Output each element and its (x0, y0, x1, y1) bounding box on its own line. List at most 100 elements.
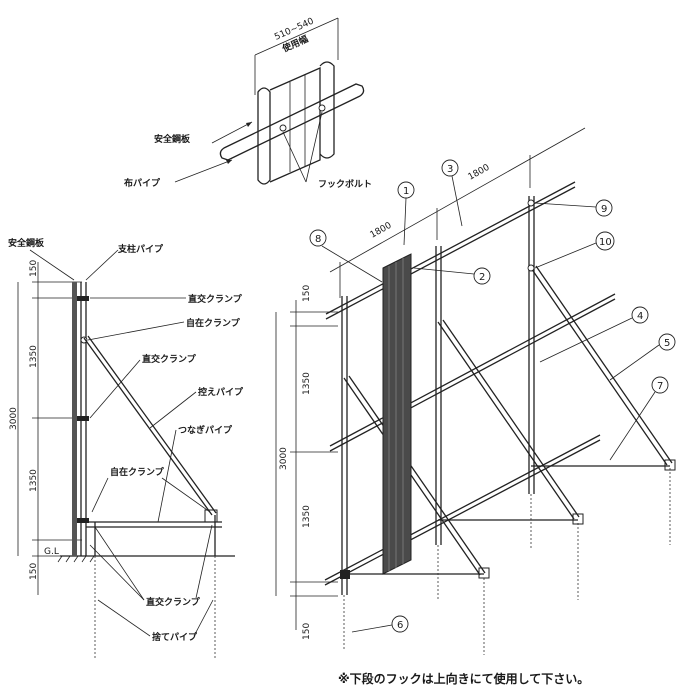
persp-brace-2 (437, 321, 575, 520)
side-label-right-clamp-1: 直交クランプ (188, 293, 243, 305)
plate-rib-left (257, 87, 271, 185)
leader (94, 526, 145, 601)
persp-dim-150-bottom: 150 (302, 623, 312, 640)
persp-bottom-rail (324, 434, 601, 581)
persp-bottom-rail-edge (324, 439, 601, 586)
bottom-note: ※下段のフックは上向きにて使用して下さい。 (338, 671, 589, 686)
persp-middle-rail-edge (329, 298, 616, 452)
leader (85, 249, 119, 281)
side-label-free-clamp-1: 自在クランプ (186, 317, 241, 329)
callout-5: 5 (609, 333, 676, 381)
callout-1: 1 (397, 181, 415, 246)
svg-text:3: 3 (447, 164, 453, 175)
side-dim-1350-upper: 1350 (29, 345, 39, 368)
leader-hook-bolt-2 (305, 111, 323, 183)
side-clamp-2 (77, 416, 89, 421)
persp-brace-3-edge (535, 265, 673, 464)
svg-text:1: 1 (403, 186, 409, 197)
persp-dim-150-top: 150 (302, 285, 312, 302)
side-view: 150 1350 3000 1350 150 G.L 安全鋼板 支柱パ (8, 237, 244, 660)
arrowhead (246, 122, 252, 127)
hook-bolt-1 (279, 124, 287, 132)
svg-text:10: 10 (599, 237, 612, 248)
side-dim-1350-lower: 1350 (29, 469, 39, 492)
side-label-stake-pipe: 捨てパイプ (152, 631, 198, 643)
label-hook-bolt: フックボルト (318, 178, 372, 190)
hook-bolt-2 (318, 104, 326, 112)
persp-clamp (478, 567, 490, 579)
svg-text:2: 2 (479, 272, 485, 283)
ground-label: G.L (44, 547, 59, 557)
cloth-pipe (219, 83, 365, 161)
callout-9: 9 (534, 199, 613, 217)
callout-10: 10 (534, 231, 615, 269)
side-label-tie-pipe: つなぎパイプ (178, 424, 233, 436)
callout-4: 4 (539, 306, 649, 363)
leader (195, 524, 213, 599)
side-clamp-1 (77, 296, 89, 301)
side-label-right-clamp-3: 直交クランプ (146, 596, 201, 608)
label-cloth-pipe: 布パイプ (123, 177, 161, 189)
leader (89, 544, 145, 601)
label-steel-plate: 安全鋼板 (154, 133, 191, 145)
callout-2: 2 (413, 267, 491, 285)
leader-cloth-pipe (174, 159, 233, 183)
side-label-right-clamp-2: 直交クランプ (142, 353, 197, 365)
persp-dim-1350-lower: 1350 (302, 505, 312, 528)
persp-middle-rail (329, 293, 616, 447)
svg-text:4: 4 (637, 311, 643, 322)
persp-top-dim-line (329, 127, 586, 273)
side-free-clamp-2 (204, 509, 218, 523)
svg-text:7: 7 (657, 381, 663, 392)
persp-top-rail (325, 181, 576, 315)
leader (29, 249, 75, 281)
side-dim-3000: 3000 (9, 407, 19, 430)
side-dim-150-bottom: 150 (29, 563, 39, 580)
persp-free-clamp (527, 264, 535, 272)
side-steel-plate (72, 282, 77, 556)
svg-text:8: 8 (315, 234, 321, 245)
side-label-post-pipe: 支柱パイプ (117, 243, 164, 255)
steel-plate-panel (269, 67, 321, 183)
persp-clamp (664, 459, 676, 471)
ground-hatch (57, 555, 95, 563)
perspective-view: 1800 1800 (275, 127, 676, 655)
persp-dim-1800-a: 1800 (369, 221, 394, 241)
svg-text:6: 6 (397, 620, 403, 631)
persp-clamp-top (527, 199, 535, 207)
side-label-brace-pipe: 控えパイプ (198, 386, 244, 398)
leader (91, 477, 109, 513)
persp-clamp (572, 513, 584, 525)
leader (157, 429, 177, 523)
svg-text:9: 9 (601, 204, 607, 215)
leader (149, 391, 197, 429)
callout-8: 8 (309, 229, 383, 283)
leader-hook-bolt-1 (282, 131, 307, 183)
svg-text:5: 5 (664, 338, 670, 349)
side-label-steel-plate: 安全鋼板 (8, 237, 45, 249)
side-clamp-3 (77, 518, 89, 523)
leader (97, 599, 151, 637)
callout-7: 7 (609, 376, 669, 461)
leader (193, 599, 214, 637)
side-free-clamp-1 (80, 336, 88, 344)
callout-3: 3 (441, 159, 463, 227)
plate-rib-right (319, 61, 335, 159)
persp-dim-1800-b: 1800 (467, 163, 492, 183)
persp-dim-1350-upper: 1350 (302, 372, 312, 395)
leader (89, 359, 141, 419)
side-label-free-clamp-2: 自在クランプ (110, 466, 165, 478)
arrowhead (226, 160, 232, 164)
callout-6: 6 (351, 615, 409, 633)
persp-dim-3000: 3000 (279, 447, 289, 470)
side-brace-pipe-edge (87, 335, 217, 514)
side-dim-150-top: 150 (29, 260, 39, 277)
persp-brace-2-edge (442, 319, 580, 518)
side-brace-pipe (83, 337, 213, 516)
persp-clamp (340, 570, 350, 579)
leader (87, 321, 185, 341)
width-dim-line (254, 17, 339, 56)
persp-brace-1-edge (348, 375, 486, 574)
top-detail: 510~540 使用幅 安全鋼板 布パイプ フックボルト (123, 16, 372, 190)
